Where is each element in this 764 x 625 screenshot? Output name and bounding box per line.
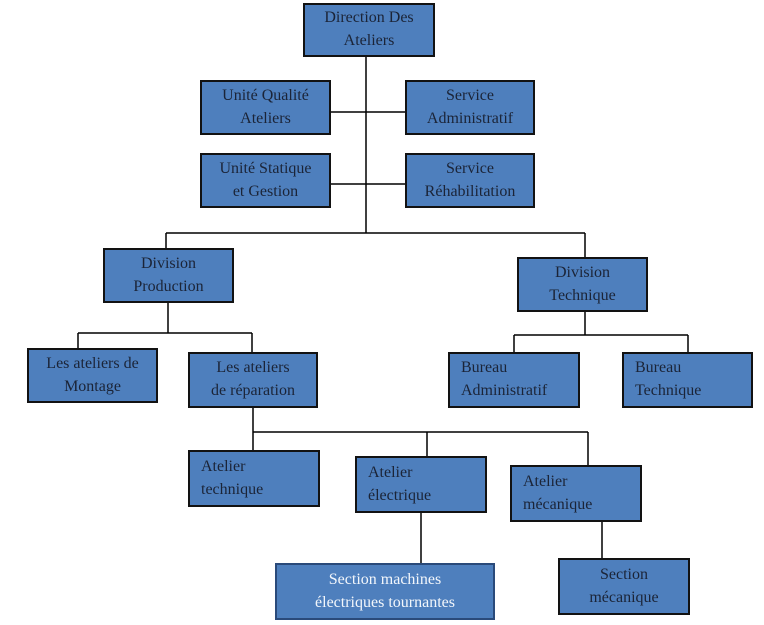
node-service-rehabilitation: Service Réhabilitation bbox=[405, 153, 535, 208]
node-section-mecanique: Section mécanique bbox=[558, 558, 690, 615]
node-service-administratif: Service Administratif bbox=[405, 80, 535, 135]
node-atelier-electrique: Atelier électrique bbox=[355, 456, 487, 513]
node-atelier-mecanique: Atelier mécanique bbox=[510, 465, 642, 522]
node-direction-des-ateliers: Direction Des Ateliers bbox=[303, 3, 435, 57]
node-ateliers-de-montage: Les ateliers de Montage bbox=[27, 348, 158, 403]
node-division-production: Division Production bbox=[103, 248, 234, 303]
node-ateliers-de-reparation: Les ateliers de réparation bbox=[188, 352, 318, 408]
node-section-machines-electriques-tournantes: Section machines électriques tournantes bbox=[275, 563, 495, 620]
node-unite-statique-et-gestion: Unité Statique et Gestion bbox=[200, 153, 331, 208]
node-bureau-administratif: Bureau Administratif bbox=[448, 352, 580, 408]
node-division-technique: Division Technique bbox=[517, 257, 648, 312]
node-atelier-technique: Atelier technique bbox=[188, 450, 320, 507]
node-unite-qualite-ateliers: Unité Qualité Ateliers bbox=[200, 80, 331, 135]
node-bureau-technique: Bureau Technique bbox=[622, 352, 753, 408]
